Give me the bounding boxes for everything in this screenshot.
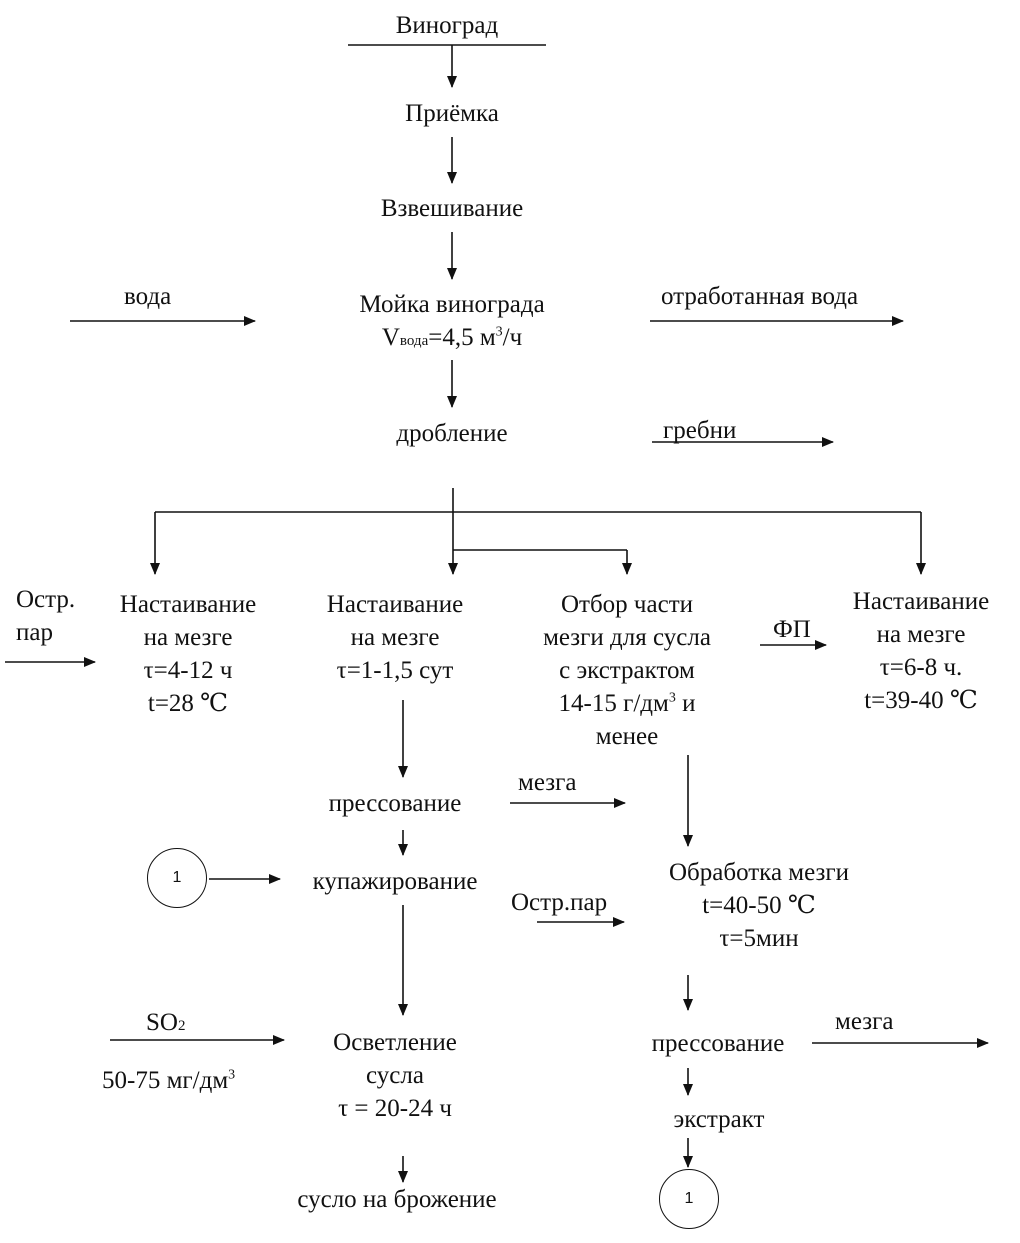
label-pulp-2: мезга [835,1008,894,1035]
node-weighing: Взвешивание [380,195,524,222]
label-so2-dose: 50-75 мг/дм3 [102,1067,236,1094]
node-pressing-1: прессование [328,790,462,817]
node-selection: Отбор части мезги для сусла с экстрактом… [543,591,711,750]
label-fp: ФП [773,616,811,643]
node-pressing-2: прессование [651,1030,785,1057]
node-crushing: дробление [396,420,508,447]
node-blending: купажирование [312,868,478,895]
node-clarification: Осветление сусла τ = 20-24 ч [333,1029,457,1122]
node-infusion-1: Настаивание на мезге τ=4-12 ч t=28 ℃ [119,591,257,717]
label-pulp-1: мезга [518,769,577,796]
node-must-fermentation: сусло на брожение [297,1186,497,1213]
label-waste-water: отработанная вода [661,283,859,310]
washing-water-volume: Vвода=4,5 м3/ч [381,324,523,351]
washing-title: Мойка винограда [359,291,545,318]
label-steam-2: Остр.пар [511,889,608,916]
node-washing: Мойка винограда Vвода=4,5 м3/ч [359,288,544,358]
node-infusion-3: Настаивание на мезге τ=6-8 ч. t=39-40 ℃ [852,588,990,714]
node-infusion-2: Настаивание на мезге τ=1-1,5 сут [326,591,464,684]
label-steam-1: Остр. пар [16,586,76,646]
connector-circle-1-out: 1 [659,1169,719,1229]
node-grapes: Виноград [395,12,499,39]
connector-circle-1: 1 [147,848,207,908]
label-so2: SO2 [146,1009,186,1036]
node-pulp-processing: Обработка мезги t=40-50 ℃ τ=5мин [668,859,850,952]
label-stems: гребни [663,417,737,444]
node-extract: экстракт [673,1106,765,1133]
node-reception: Приёмка [405,100,499,127]
label-water: вода [124,283,172,310]
